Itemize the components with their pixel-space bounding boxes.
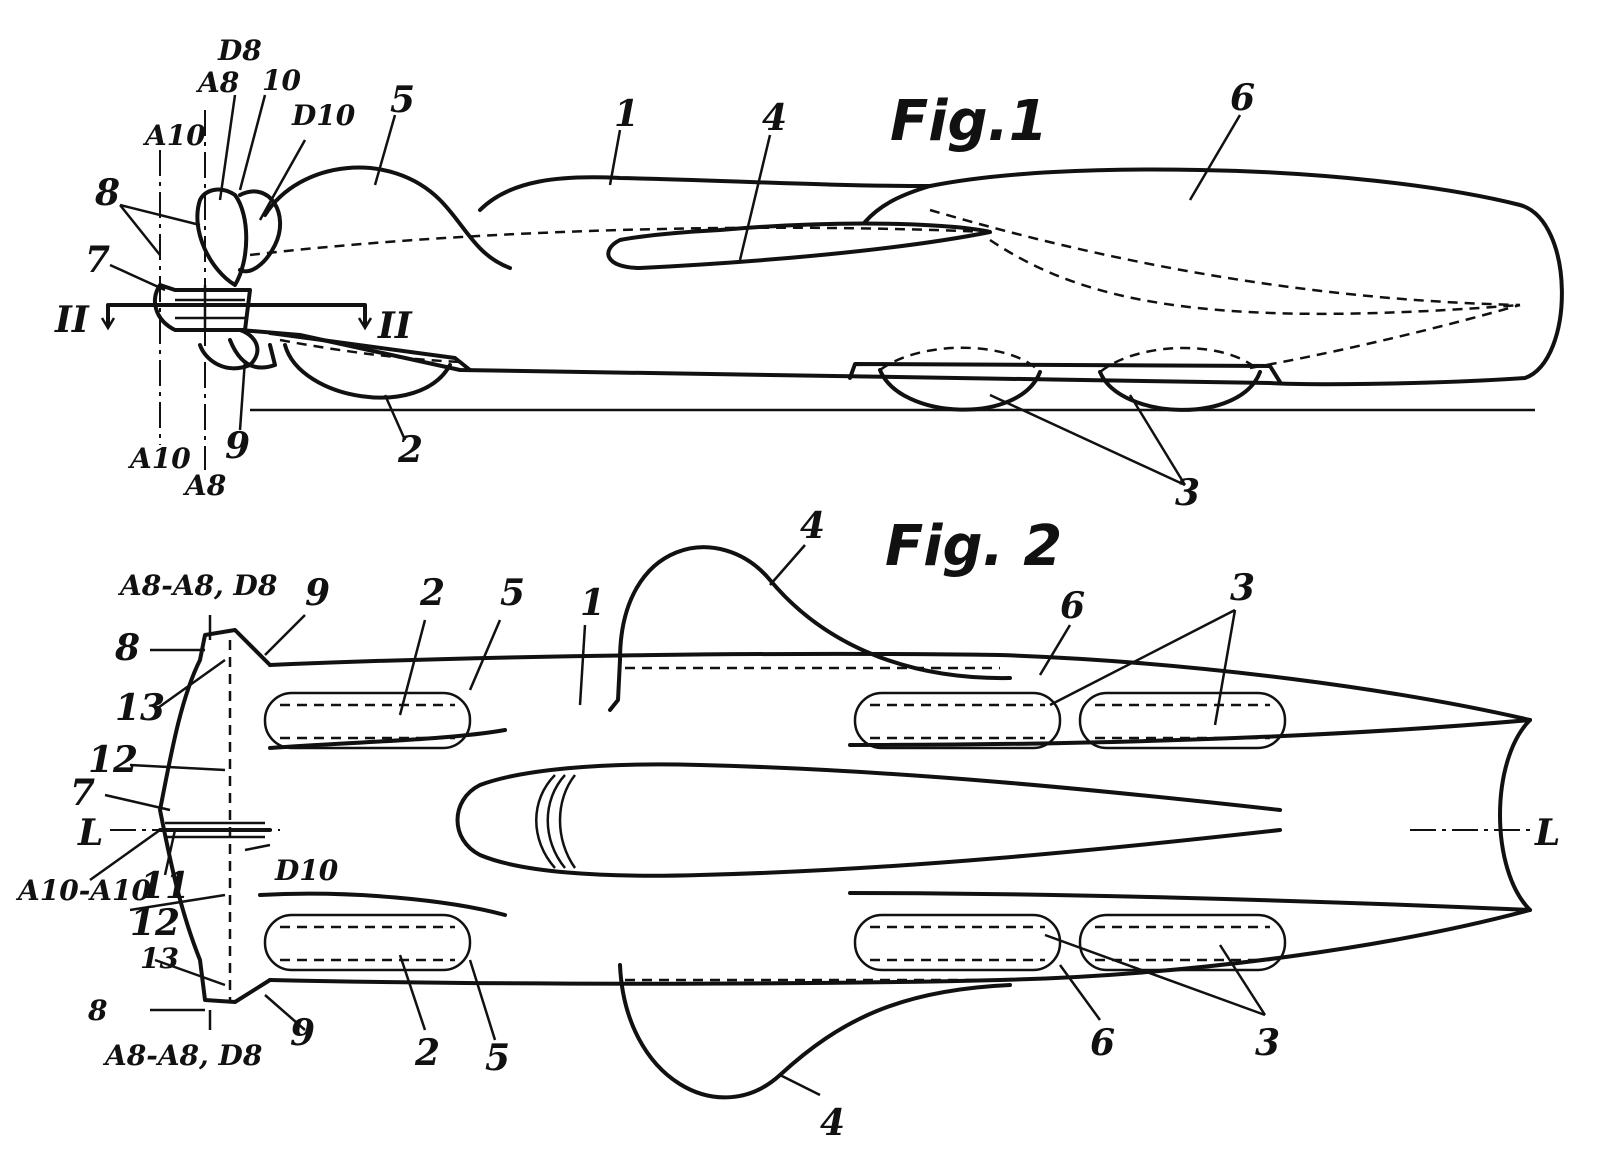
fig2-propeller-hatch	[165, 821, 265, 839]
fig1-label-section-right: II	[377, 305, 413, 347]
fig2-leaders	[89, 544, 1267, 1097]
fig2-label-l-right: L	[1534, 812, 1560, 854]
fig2-slot-treads	[280, 703, 1270, 962]
fig1-label-a10-bot: A10	[127, 442, 191, 475]
fig2-slot-3b-bot	[1078, 913, 1287, 972]
fig1-hidden-line-a	[249, 226, 991, 257]
fig2-label-9-bot: 9	[290, 1012, 315, 1054]
fig2-top-view: Fig. 2	[15, 505, 1560, 1144]
fig1-rear-fairing	[848, 362, 1282, 384]
fig2-label-3-top: 3	[1230, 567, 1255, 609]
fig2-label-2-bot: 2	[414, 1032, 440, 1074]
fig2-body-outline	[268, 651, 1532, 986]
fig1-hidden-line-c	[989, 238, 1521, 316]
fig1-body-outline	[238, 167, 1564, 387]
fig1-nose-7	[153, 283, 252, 332]
fig2-fairing-front-bot	[258, 891, 507, 917]
fig1-dome-5	[263, 165, 512, 270]
fig1-leaders	[109, 94, 1242, 487]
fig1-label-a8-bot: A8	[182, 469, 226, 502]
fig1-wheel-2	[283, 343, 452, 400]
fig1-title: Fig.1	[890, 89, 1048, 154]
fig2-slot-3a-top	[853, 691, 1062, 750]
fig2-label-3-bot: 3	[1255, 1022, 1280, 1064]
fig2-fin-4-top	[618, 545, 1012, 681]
fig1-label-a8-top: A8	[195, 66, 239, 99]
fig1-section-arrows	[100, 317, 373, 331]
fig2-label-12-bot: 12	[130, 902, 180, 944]
fig2-label-a10-a10: A10-A10	[15, 874, 152, 907]
fig1-label-1: 1	[614, 93, 639, 135]
fig1-label-8: 8	[94, 172, 120, 214]
fig2-slot-3a-bot	[853, 913, 1062, 972]
fig2-label-5-top: 5	[500, 572, 525, 614]
fig2-label-6-top: 6	[1060, 585, 1085, 627]
fig2-inner-line-top	[848, 718, 1532, 747]
fig1-label-7: 7	[85, 239, 110, 281]
fig2-inner-line-bot	[848, 891, 1532, 912]
fig1-blade-10	[238, 189, 282, 274]
fig1-label-6: 6	[1230, 77, 1255, 119]
fig2-label-4-top: 4	[800, 505, 825, 547]
fig1-label-d8: D8	[217, 34, 262, 67]
fig1-hidden-line-b	[929, 208, 1521, 307]
fig2-label-6-bot: 6	[1090, 1022, 1115, 1064]
fig2-center-body	[455, 762, 1282, 878]
fig2-wheel-slots	[263, 691, 1287, 972]
fig1-label-4: 4	[762, 97, 787, 139]
fig2-label-a8-a8-d8-bot: A8-A8, D8	[102, 1039, 262, 1072]
fig1-label-5: 5	[390, 79, 415, 121]
fig2-label-9-top: 9	[305, 572, 330, 614]
fig1-hidden-line-e	[279, 338, 461, 364]
fig2-slot-2-bot	[263, 913, 472, 972]
fig1-label-section-left: II	[54, 299, 90, 341]
fig2-label-12-top: 12	[88, 739, 138, 781]
fig1-fin-4	[606, 221, 992, 270]
fig2-slot-2-top	[263, 691, 472, 750]
fig1-label-a10-top: A10	[142, 119, 206, 152]
fig2-title: Fig. 2	[885, 514, 1062, 579]
fig2-label-l-left: L	[77, 812, 103, 854]
fig1-wheel-3a	[878, 368, 1042, 412]
fig1-wheel-3-hidden	[879, 346, 1261, 373]
fig2-windscreen	[535, 774, 577, 869]
fig1-wheel-3b	[1098, 370, 1262, 412]
fig2-fin-4-top-stem	[608, 658, 622, 712]
fig2-label-5-bot: 5	[485, 1037, 510, 1079]
fig2-label-2-top: 2	[419, 572, 445, 614]
fig2-fairing-front-top	[268, 728, 507, 750]
fig2-label-4-bot: 4	[820, 1102, 845, 1144]
fig2-slot-3b-top	[1078, 691, 1287, 750]
fig2-label-7: 7	[70, 772, 95, 814]
fig2-label-a8-a8-d8-top: A8-A8, D8	[117, 569, 277, 602]
fig1-side-view: Fig.1	[54, 34, 1564, 514]
fig1-label-2: 2	[397, 429, 423, 471]
fig2-label-13-top: 13	[115, 687, 165, 729]
fig1-label-d10: D10	[291, 99, 356, 132]
fig1-body6-edge	[863, 184, 932, 224]
fig1-wheel-2-fairing	[268, 331, 472, 372]
fig2-label-d10: D10	[274, 854, 339, 887]
fig2-label-8-top: 8	[114, 627, 140, 669]
fig1-label-10: 10	[262, 64, 301, 97]
fig1-hidden-line-d	[1249, 303, 1521, 370]
fig2-label-8-bot: 8	[87, 994, 107, 1027]
fig2-fin-4-bot	[618, 963, 1012, 1100]
fig2-label-11: 11	[140, 865, 190, 907]
fig1-section-line	[106, 303, 367, 327]
fig2-front-beam	[158, 628, 272, 1004]
fig2-label-1: 1	[580, 582, 605, 624]
fig1-label-3: 3	[1175, 472, 1200, 514]
fig2-label-13-bot: 13	[140, 942, 179, 975]
fig1-label-9: 9	[225, 425, 250, 467]
fig1-blade-9	[228, 338, 277, 370]
fig1-blade-8-upper	[195, 187, 249, 287]
